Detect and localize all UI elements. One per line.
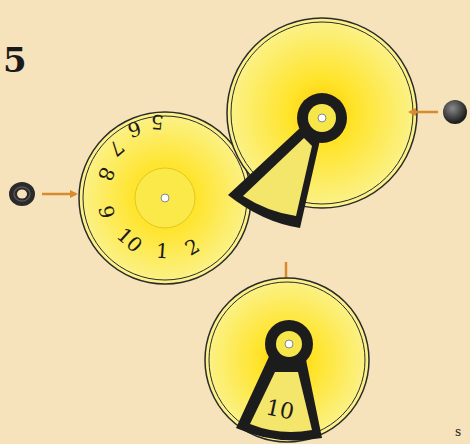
pointer-disc	[227, 18, 417, 228]
page-fragment: s	[455, 426, 461, 438]
number-disc	[79, 112, 251, 284]
dial-reading: 10	[264, 396, 296, 423]
dial-number: 1	[155, 241, 169, 262]
rivet-ring	[9, 182, 35, 206]
step-number: 5	[3, 43, 27, 77]
rivet-head	[443, 100, 467, 124]
assembly-arrow	[410, 111, 438, 114]
assembly-arrow	[42, 193, 76, 196]
assembled-dial	[205, 278, 369, 442]
dial-number: 5	[150, 111, 164, 132]
